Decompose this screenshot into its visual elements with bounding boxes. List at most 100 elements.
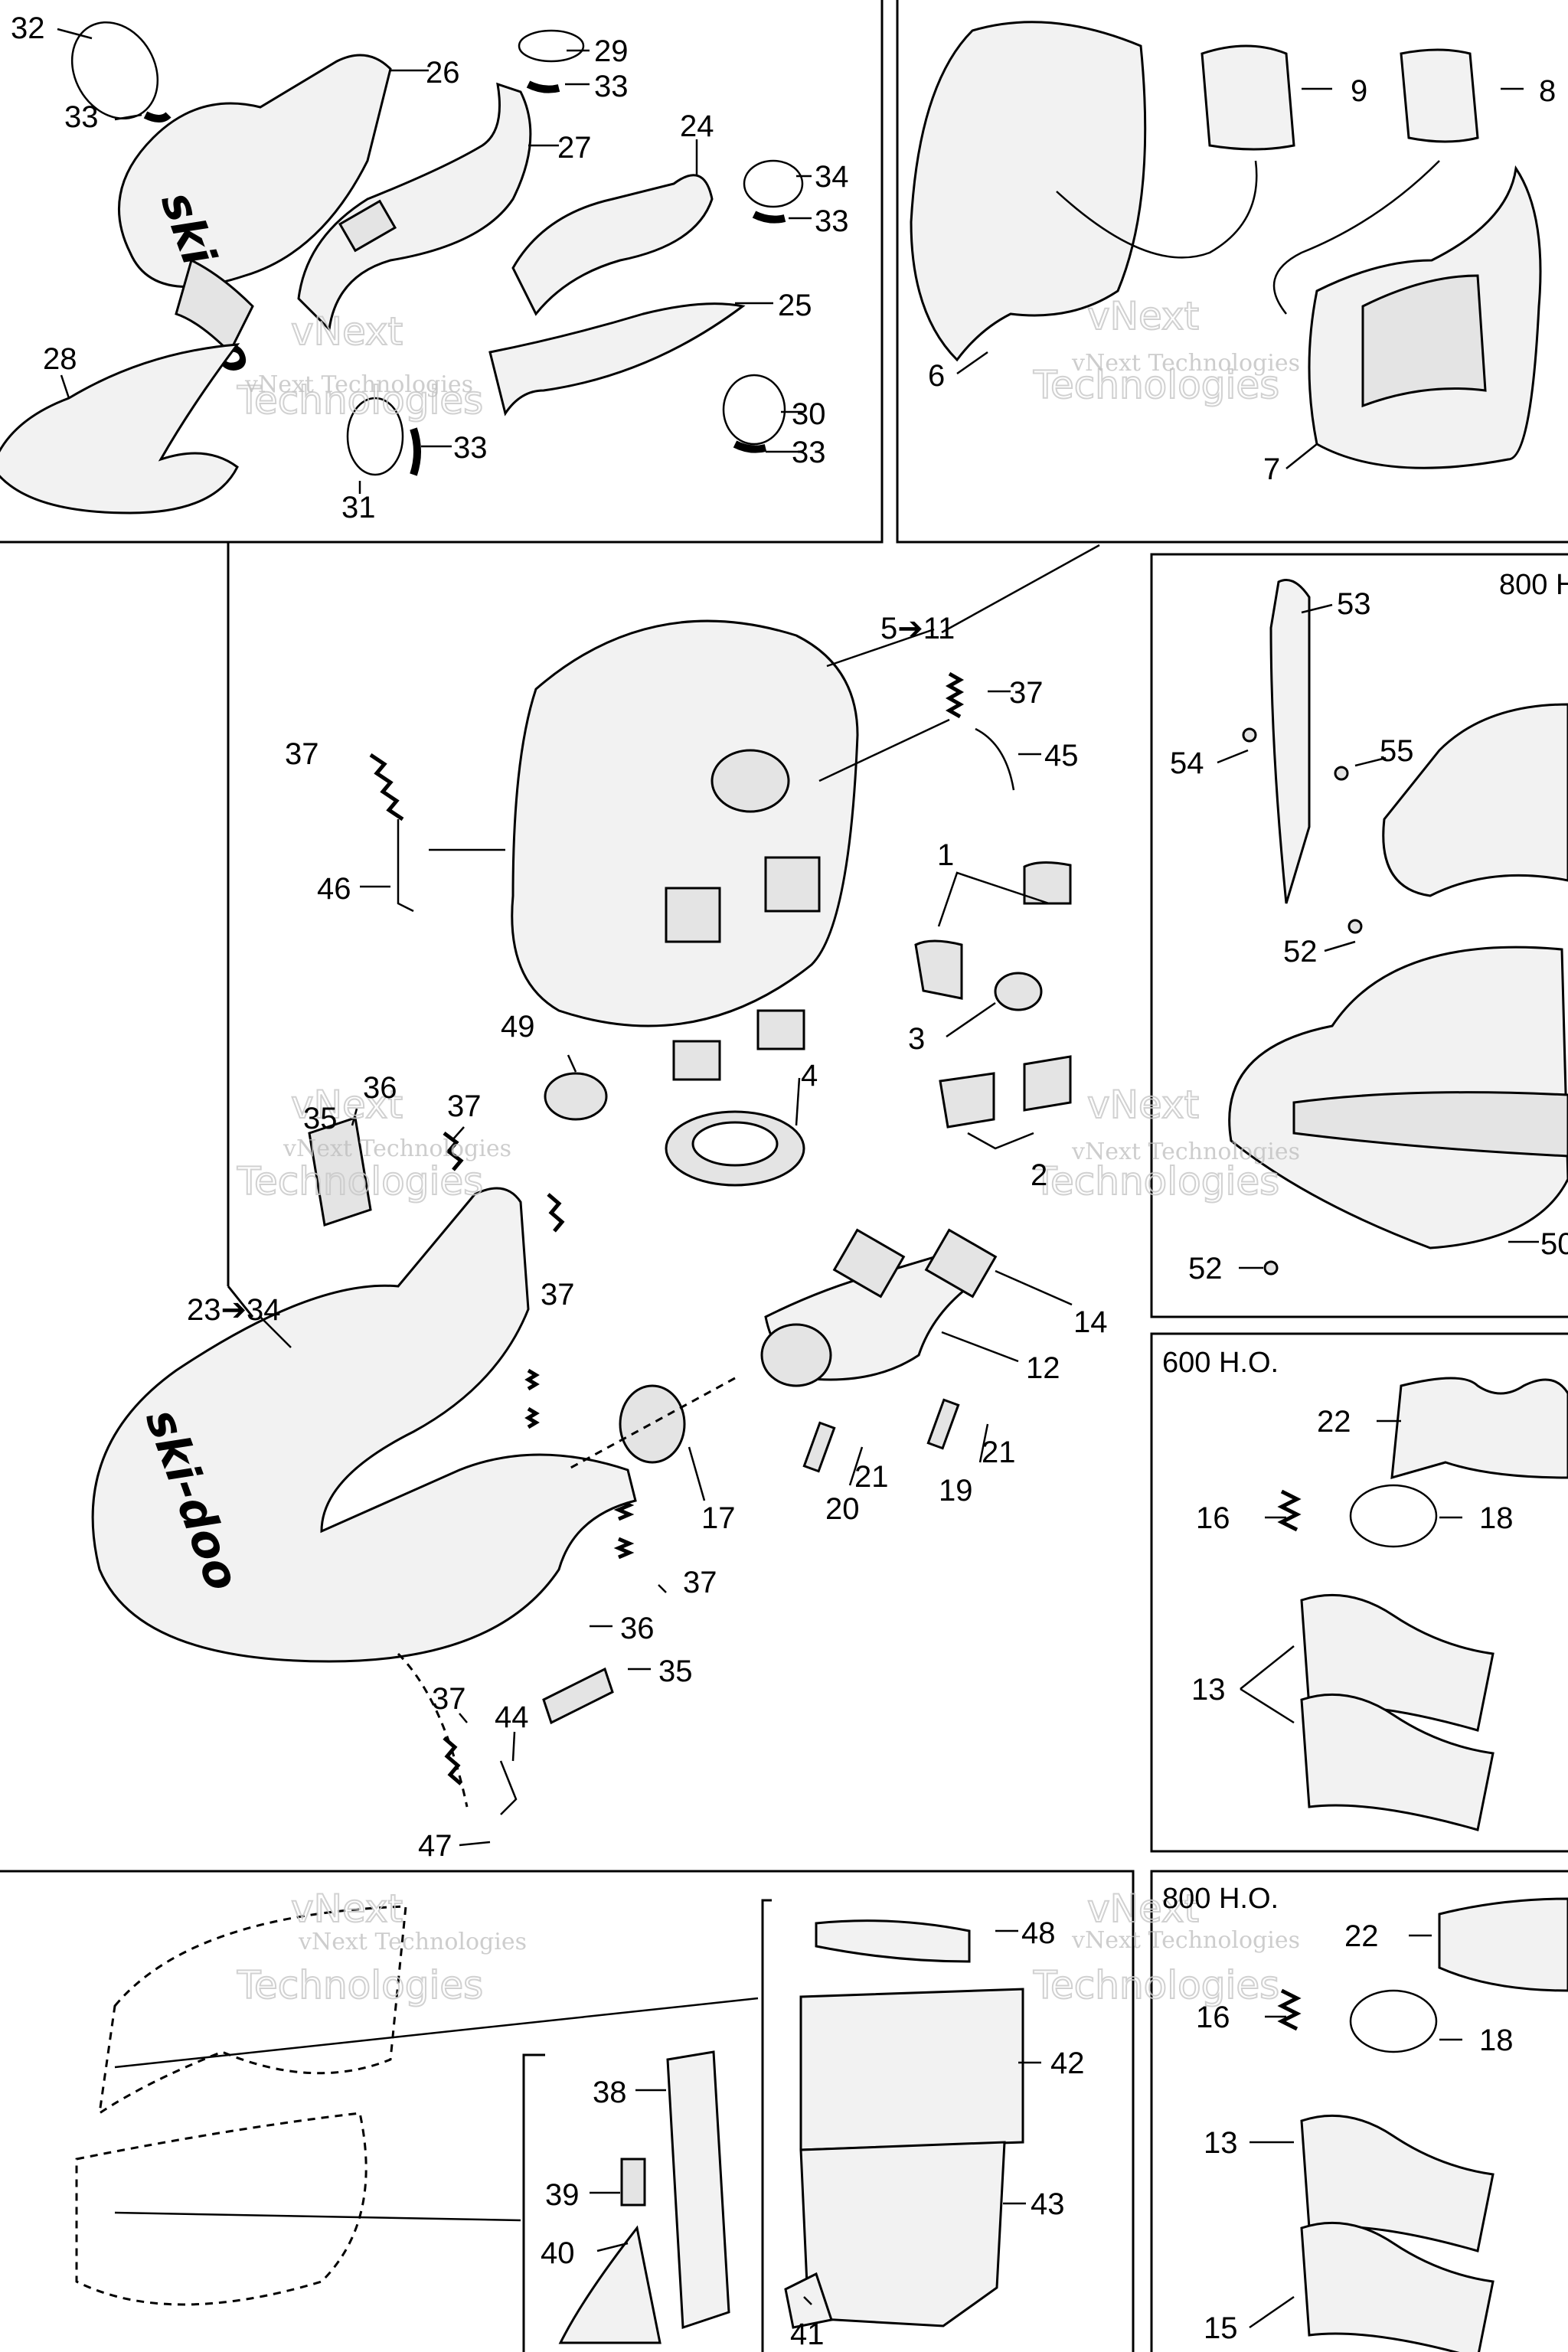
clip-35a	[308, 1116, 372, 1227]
label-35a: 35	[303, 1102, 338, 1135]
svg-text:vNext: vNext	[291, 1886, 403, 1931]
label-33d: 33	[453, 431, 488, 465]
bracket-44	[499, 1760, 518, 1815]
label-32: 32	[11, 11, 45, 45]
label-55: 55	[1380, 734, 1414, 768]
label-39: 39	[545, 2178, 580, 2212]
label-19: 19	[939, 1474, 973, 1508]
clamp-33a	[143, 111, 172, 122]
label-36a: 36	[363, 1071, 397, 1105]
part-labels: 32 26 29 33 33 27 24 34 33 25 28 33 31 3…	[11, 11, 1568, 2351]
clamp-30	[722, 374, 786, 446]
bumper-1a	[1023, 861, 1072, 905]
svg-text:vNext Technologies: vNext Technologies	[1071, 350, 1300, 377]
svg-text:Technologies: Technologies	[1033, 1963, 1279, 2007]
cover-outline-top	[98, 1905, 407, 2116]
label-15: 15	[1204, 2311, 1238, 2345]
svg-text:vNext Technologies: vNext Technologies	[1071, 1927, 1300, 1954]
label-53: 53	[1337, 587, 1371, 621]
label-50: 50	[1540, 1227, 1568, 1261]
label-37d: 37	[541, 1278, 575, 1312]
right-800ho-panel	[1249, 1897, 1568, 2352]
bumper-2b	[1023, 1055, 1072, 1112]
clamp-18b	[1349, 1989, 1438, 2053]
bracket-46	[397, 819, 414, 913]
muffler	[511, 619, 859, 1027]
cover-outline-bottom	[75, 2112, 368, 2306]
pipe-15	[1300, 2221, 1494, 2352]
label-1: 1	[937, 838, 954, 872]
spring-37i	[443, 1736, 462, 1785]
spring-16b	[1277, 1988, 1302, 2031]
label-41: 41	[790, 2318, 825, 2351]
label-37e: 37	[683, 1566, 717, 1599]
label-25: 25	[778, 289, 812, 322]
watermarks: vNext Technologies vNext Technologies vN…	[236, 293, 1300, 2008]
label-8: 8	[1539, 74, 1556, 108]
label-13a: 13	[1191, 1673, 1226, 1707]
label-38: 38	[593, 2076, 627, 2109]
pipe-13b	[1300, 1693, 1494, 1831]
shield-28	[0, 343, 240, 514]
label-4: 4	[801, 1059, 818, 1093]
label-42: 42	[1050, 2047, 1085, 2080]
label-9: 9	[1351, 74, 1367, 108]
clamp-29	[518, 29, 585, 63]
label-2: 2	[1031, 1158, 1047, 1192]
clip-35b	[542, 1667, 614, 1725]
label-40: 40	[541, 2236, 575, 2270]
box-part	[1382, 703, 1568, 897]
label-43: 43	[1031, 2187, 1065, 2221]
label-18b: 18	[1479, 2024, 1514, 2057]
svg-text:vNext: vNext	[1087, 1083, 1199, 1127]
bolt-19	[926, 1398, 960, 1450]
svg-text:Technologies: Technologies	[1033, 1159, 1279, 1204]
label-52b: 52	[1188, 1252, 1223, 1285]
spring-37h	[613, 1537, 635, 1560]
pad-40	[558, 2225, 662, 2344]
top-left-panel: ski-doo	[0, 21, 812, 514]
label-7: 7	[1263, 452, 1280, 486]
label-44: 44	[495, 1700, 529, 1734]
label-29: 29	[594, 34, 629, 68]
clamp-18a	[1349, 1484, 1438, 1548]
label-22a: 22	[1317, 1405, 1351, 1439]
label-54: 54	[1170, 746, 1204, 780]
label-16a: 16	[1196, 1501, 1230, 1535]
pad-42	[799, 1988, 1024, 2151]
seal-17	[619, 1384, 686, 1464]
cover-26	[117, 54, 392, 289]
label-33a: 33	[64, 100, 99, 134]
label-31: 31	[341, 491, 376, 524]
svg-text:Technologies: Technologies	[237, 378, 483, 423]
bottom-left-panel	[75, 1905, 1041, 2344]
label-46: 46	[317, 872, 351, 906]
svg-text:vNext: vNext	[1087, 294, 1199, 338]
svg-text:vNext: vNext	[1087, 1886, 1199, 1931]
cover-6	[910, 21, 1147, 362]
label-24: 24	[680, 109, 714, 143]
clamp-31	[346, 397, 404, 476]
label-27: 27	[557, 131, 592, 165]
spring-37a	[945, 671, 965, 719]
label-13b: 13	[1204, 2126, 1238, 2160]
label-6: 6	[928, 359, 945, 393]
cover-25	[488, 302, 746, 416]
svg-text:vNext Technologies: vNext Technologies	[1071, 1138, 1300, 1165]
svg-text:vNext: vNext	[291, 1083, 403, 1127]
label-35b: 35	[658, 1655, 693, 1688]
label-22b: 22	[1344, 1919, 1379, 1953]
label-45: 45	[1044, 739, 1079, 773]
tuned-pipe	[91, 1187, 637, 1663]
bracket-45	[975, 727, 1015, 791]
flange-14b	[924, 1228, 998, 1298]
label-30: 30	[792, 397, 826, 431]
label-47: 47	[418, 1829, 452, 1863]
label-37b: 37	[285, 737, 319, 771]
label-21a: 21	[854, 1460, 889, 1494]
label-37a: 37	[1009, 676, 1044, 710]
label-37c: 37	[447, 1089, 482, 1123]
nut-52a	[1348, 919, 1363, 934]
